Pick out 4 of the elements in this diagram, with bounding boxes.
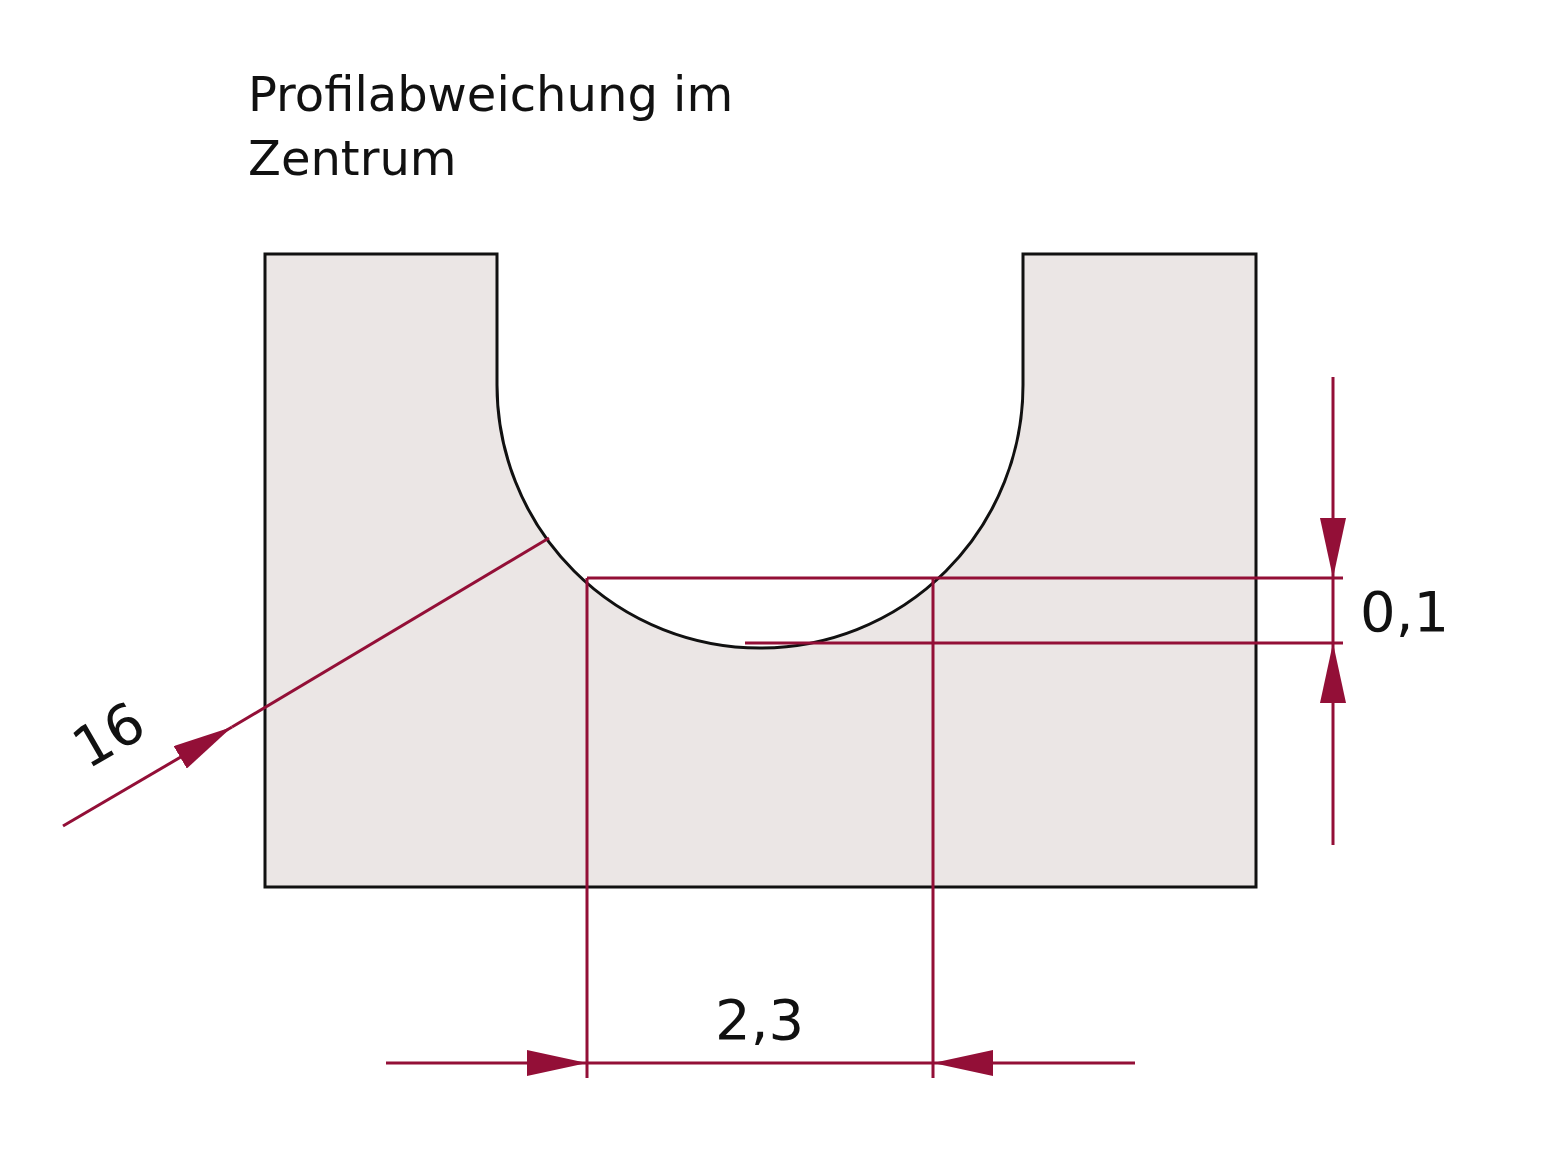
title: Profilabweichung im Zentrum bbox=[248, 65, 735, 188]
dimension-value: 2,3 bbox=[715, 986, 805, 1054]
dimension-value: 16 bbox=[60, 687, 157, 783]
dimension-value: 0,1 bbox=[1360, 578, 1450, 646]
